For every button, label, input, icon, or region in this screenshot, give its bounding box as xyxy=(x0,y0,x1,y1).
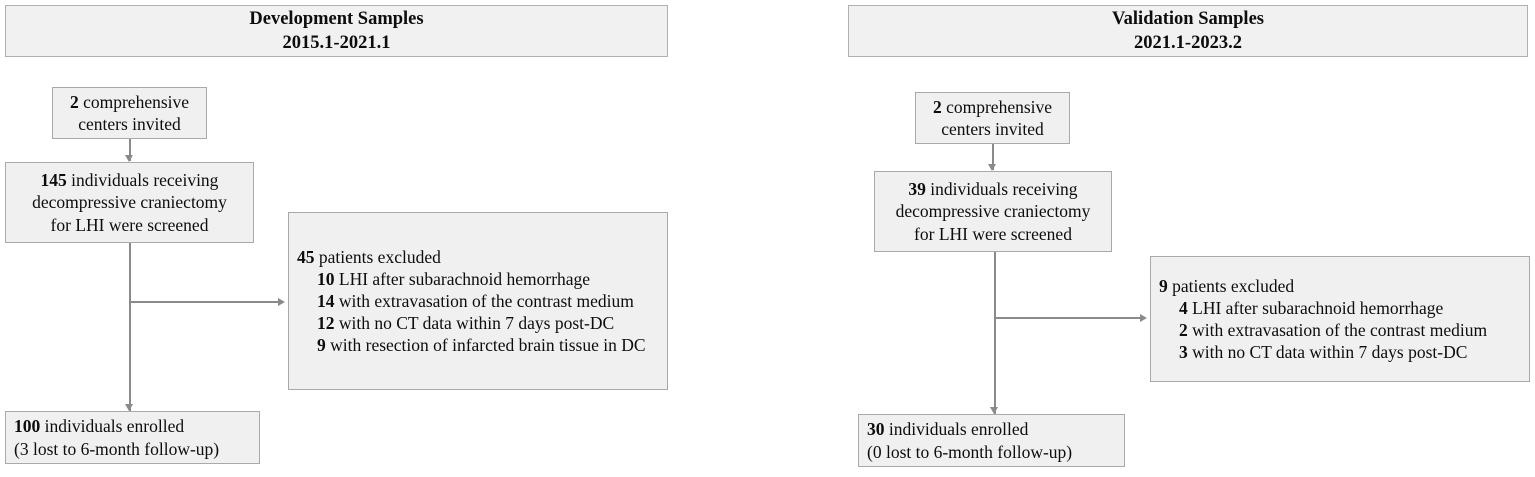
development-excluded-reason-1-count: 10 xyxy=(317,268,335,289)
development-screened-box: 145 individuals receiving decompressive … xyxy=(5,162,254,243)
panel-development-samples: Development Samples 2015.1-2021.1 2 comp… xyxy=(0,0,700,477)
development-header-period: 2015.1-2021.1 xyxy=(282,33,391,53)
arrowhead-screened-to-enrolled-val xyxy=(990,407,999,414)
development-excluded-reason-2: 14 with extravasation of the contrast me… xyxy=(297,290,660,312)
validation-excluded-reason-3: 3 with no CT data within 7 days post-DC xyxy=(1159,341,1522,363)
development-screened-line-1: 145 individuals receiving xyxy=(41,169,219,191)
connector-screened-to-excluded-dev xyxy=(129,301,281,303)
validation-excluded-box: 9 patients excluded 4 LHI after subarach… xyxy=(1150,256,1530,382)
validation-enrolled-count: 30 xyxy=(867,419,885,440)
development-screened-line-3: for LHI were screened xyxy=(50,214,209,235)
panel-validation-samples: Validation Samples 2021.1-2023.2 2 compr… xyxy=(840,0,1535,477)
validation-excluded-reason-2-count: 2 xyxy=(1179,320,1188,340)
development-excluded-reason-1-text: LHI after subarachnoid hemorrhage xyxy=(334,268,591,289)
connector-screened-to-enrolled-dev xyxy=(129,243,131,411)
development-excluded-reason-3-count: 12 xyxy=(317,313,335,334)
validation-centers-line1-rest: comprehensive xyxy=(941,96,1053,117)
validation-centers-line-1: 2 comprehensive xyxy=(933,96,1052,118)
development-enrolled-line-1: 100 individuals enrolled xyxy=(14,415,252,437)
validation-excluded-total: 9 xyxy=(1159,275,1168,296)
validation-centers-count: 2 xyxy=(932,96,942,117)
development-enrolled-box: 100 individuals enrolled (3 lost to 6-mo… xyxy=(5,411,260,464)
connector-screened-to-excluded-val xyxy=(994,317,1143,319)
development-enrolled-line1-rest: individuals enrolled xyxy=(40,416,185,437)
development-centers-line-1: 2 comprehensive xyxy=(70,91,189,113)
validation-excluded-reason-1-count: 4 xyxy=(1179,297,1188,318)
connector-centers-to-screened-dev xyxy=(129,139,131,161)
validation-screened-box: 39 individuals receiving decompressive c… xyxy=(874,171,1112,252)
development-excluded-reason-4: 9 with resection of infarcted brain tiss… xyxy=(297,334,660,356)
validation-screened-line1-rest: individuals receiving xyxy=(925,179,1078,200)
development-centers-line1-rest: comprehensive xyxy=(78,91,190,112)
validation-centers-invited-box: 2 comprehensive centers invited xyxy=(915,92,1070,144)
validation-excluded-reason-1: 4 LHI after subarachnoid hemorrhage xyxy=(1159,297,1522,319)
development-screened-line-2: decompressive craniectomy xyxy=(32,192,227,213)
arrowhead-centers-to-screened-val xyxy=(988,164,997,171)
validation-header-title: Validation Samples xyxy=(1112,8,1264,29)
connector-screened-to-enrolled-val xyxy=(994,252,996,414)
development-excluded-box: 45 patients excluded 10 LHI after subara… xyxy=(288,212,668,390)
development-excluded-total-line: 45 patients excluded xyxy=(297,246,660,268)
arrowhead-screened-to-enrolled-dev xyxy=(125,404,134,411)
validation-excluded-reason-2: 2 with extravasation of the contrast med… xyxy=(1159,319,1522,341)
development-header-box: Development Samples 2015.1-2021.1 xyxy=(5,5,668,57)
validation-enrolled-line1-rest: individuals enrolled xyxy=(884,419,1029,440)
development-centers-line-2: centers invited xyxy=(78,114,181,134)
validation-excluded-reason-3-count: 3 xyxy=(1179,342,1188,363)
development-excluded-reason-4-count: 9 xyxy=(317,335,326,356)
development-screened-line1-rest: individuals receiving xyxy=(66,170,219,191)
development-centers-count: 2 xyxy=(69,91,79,112)
validation-excluded-reason-1-text: LHI after subarachnoid hemorrhage xyxy=(1187,297,1444,318)
validation-enrolled-box: 30 individuals enrolled (0 lost to 6-mon… xyxy=(858,414,1125,467)
validation-enrolled-line-2: (0 lost to 6-month follow-up) xyxy=(867,441,1073,462)
validation-screened-count: 39 xyxy=(908,179,926,200)
arrowhead-screened-to-excluded-dev xyxy=(278,297,285,306)
validation-screened-line-3: for LHI were screened xyxy=(914,223,1072,244)
validation-header-box: Validation Samples 2021.1-2023.2 xyxy=(848,5,1528,57)
development-enrolled-line-2: (3 lost to 6-month follow-up) xyxy=(14,438,220,459)
validation-screened-line-2: decompressive craniectomy xyxy=(895,201,1091,222)
arrowhead-screened-to-excluded-val xyxy=(1140,313,1147,322)
development-excluded-reason-2-count: 14 xyxy=(317,290,335,311)
development-screened-count: 145 xyxy=(40,170,67,191)
development-excluded-total: 45 xyxy=(297,246,315,267)
validation-enrolled-line-1: 30 individuals enrolled xyxy=(867,418,1117,440)
development-header-title: Development Samples xyxy=(249,8,424,29)
validation-screened-line-1: 39 individuals receiving xyxy=(908,178,1077,200)
arrowhead-centers-to-screened-dev xyxy=(125,155,134,162)
development-excluded-reason-4-text: with resection of infarcted brain tissue… xyxy=(325,335,646,356)
validation-excluded-reason-2-text: with extravasation of the contrast mediu… xyxy=(1187,320,1488,340)
development-excluded-reason-3-text: with no CT data within 7 days post-DC xyxy=(334,313,615,334)
development-excluded-reason-1: 10 LHI after subarachnoid hemorrhage xyxy=(297,268,660,290)
validation-excluded-reason-3-text: with no CT data within 7 days post-DC xyxy=(1187,342,1468,363)
development-centers-invited-box: 2 comprehensive centers invited xyxy=(52,87,207,139)
validation-excluded-total-rest: patients excluded xyxy=(1167,275,1295,296)
development-enrolled-count: 100 xyxy=(14,416,41,437)
development-excluded-total-rest: patients excluded xyxy=(314,246,441,267)
validation-header-period: 2021.1-2023.2 xyxy=(1134,33,1242,53)
validation-excluded-total-line: 9 patients excluded xyxy=(1159,275,1522,297)
connector-centers-to-screened-val xyxy=(992,144,994,170)
development-excluded-reason-2-text: with extravasation of the contrast mediu… xyxy=(334,290,634,311)
validation-centers-line-2: centers invited xyxy=(941,119,1044,139)
development-excluded-reason-3: 12 with no CT data within 7 days post-DC xyxy=(297,312,660,334)
